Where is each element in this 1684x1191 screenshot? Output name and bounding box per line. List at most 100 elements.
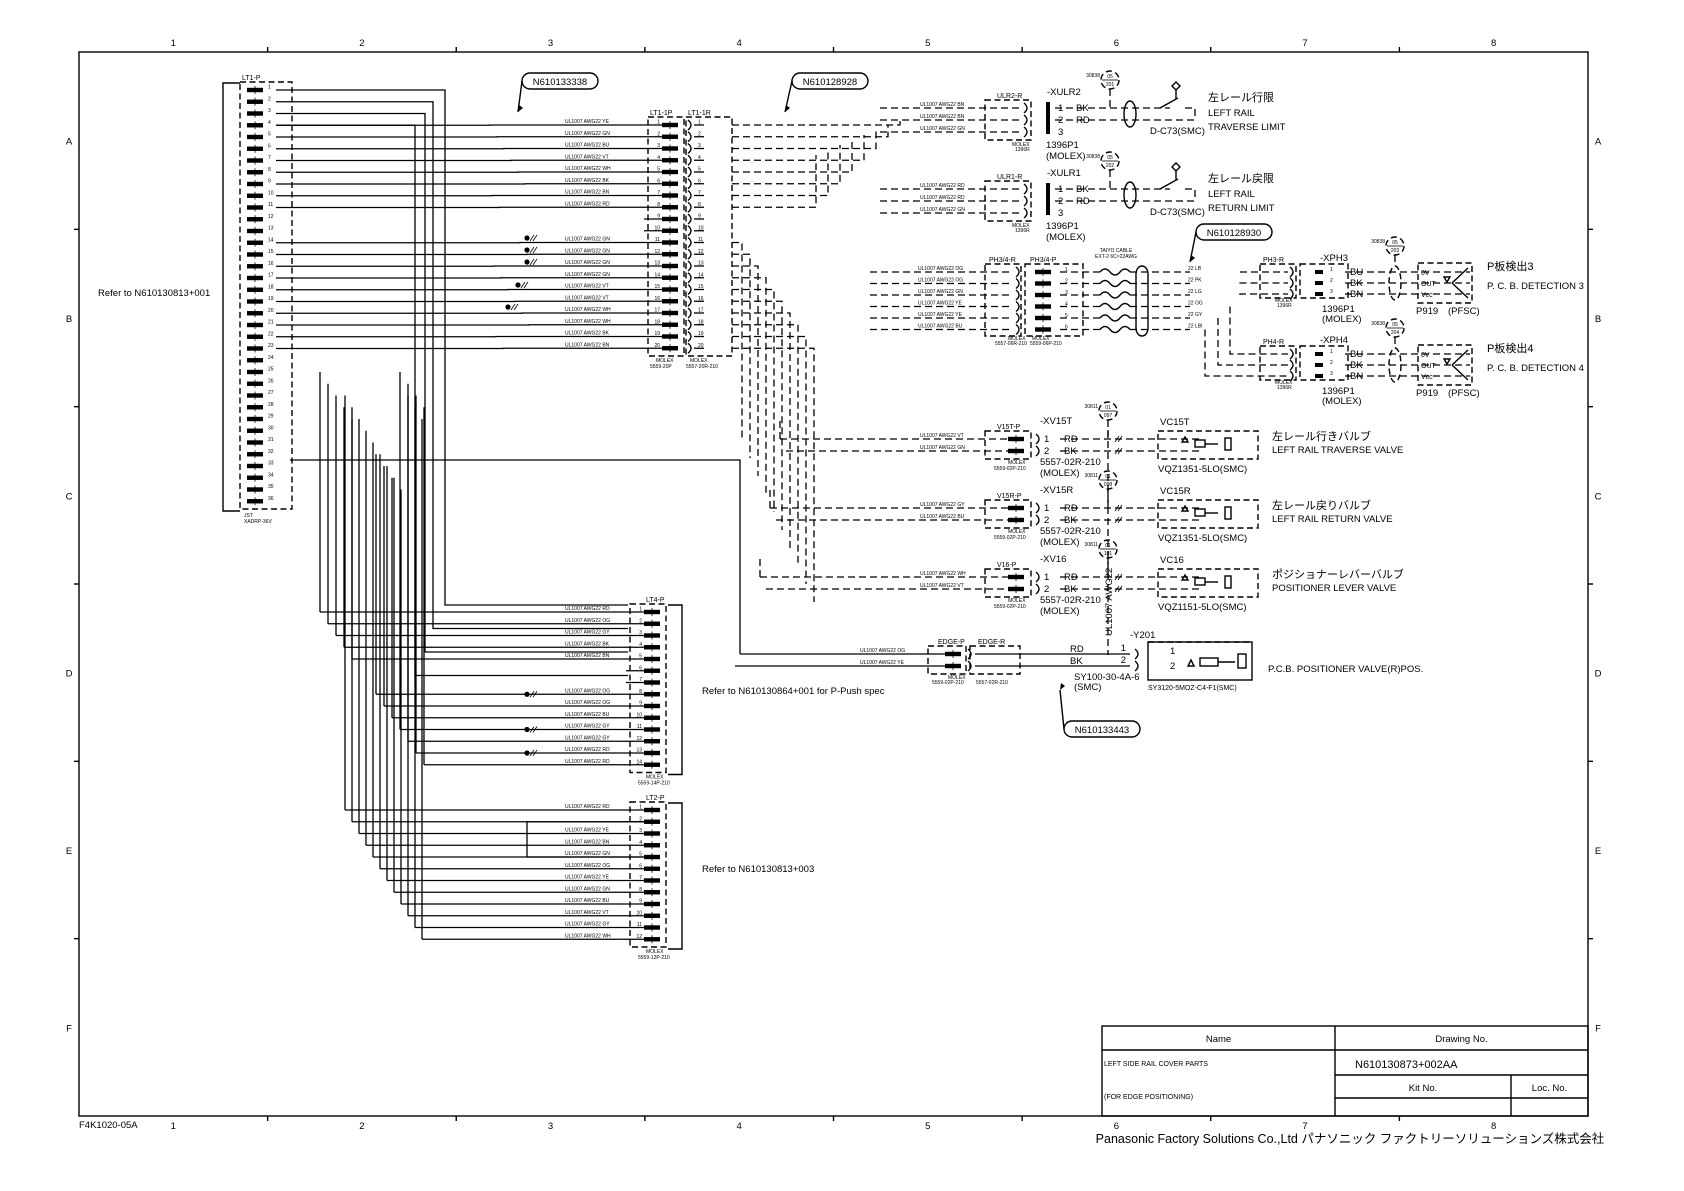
junction-dot <box>515 282 521 288</box>
plug-bar-icon <box>1046 183 1050 215</box>
ph34p-label: PH3/4-P <box>1030 257 1057 264</box>
vertical-wire-label: UL1007 AWG22 <box>1104 568 1115 636</box>
valve-part: 5559-02P-210 <box>994 604 1026 610</box>
pin-number: 8 <box>657 202 660 208</box>
valve-coil-id: VC15R <box>1160 486 1191 497</box>
edge-plug-label: EDGE-P <box>938 639 965 646</box>
limit-receptacle-label: ULR1-R <box>997 174 1022 181</box>
zone-col-label-top: 6 <box>1114 38 1119 49</box>
valve-spool-icon <box>1237 653 1247 669</box>
taiyo-core-label: 22 PK <box>1188 278 1202 284</box>
lt1-1p-housing <box>647 116 685 357</box>
limit-housing: 1396P1 <box>1046 140 1079 151</box>
pin-number: 19 <box>268 296 274 302</box>
zone-col-label-bottom: 8 <box>1491 1121 1496 1132</box>
pin-number: 13 <box>636 748 642 754</box>
valve-plug-label: V15T-P <box>997 424 1021 431</box>
pin-number: 13 <box>268 226 274 232</box>
pin-number: 20 <box>268 308 274 314</box>
pin-icon <box>1315 352 1323 356</box>
pin-number: 3 <box>1330 289 1333 295</box>
twist-mark <box>529 234 535 242</box>
socket-icon <box>1023 183 1028 195</box>
wire-label: UL1007 AWG22 OG <box>565 618 610 624</box>
sensor-terminal: 0V <box>1421 270 1430 277</box>
pin-number: 19 <box>698 331 704 337</box>
lt2p-maker: MOLEX <box>646 949 664 955</box>
socket-icon <box>687 342 692 354</box>
pin-number: 17 <box>698 308 704 314</box>
valve-title-en: LEFT RAIL RETURN VALVE <box>1272 514 1393 525</box>
valve-pin-no: 1 <box>1044 503 1049 514</box>
switch-model: D-C73(SMC) <box>1150 126 1205 137</box>
limit-part: 1396R <box>1015 147 1030 153</box>
wire-label: UL1007 AWG22 YE <box>565 119 610 125</box>
wire-label: UL1007 AWG22 RD <box>565 606 610 612</box>
valve-part: 5559-02P-210 <box>994 466 1026 472</box>
pin-icon <box>1315 270 1323 274</box>
socket-icon <box>1289 370 1294 382</box>
pin-number: 2 <box>1330 360 1333 366</box>
name-header: Name <box>1206 1034 1231 1045</box>
ph34p-maker: MOLEX <box>1032 336 1050 342</box>
ref-code: 30838 <box>1371 239 1385 245</box>
ref-index: 203 <box>1391 248 1400 254</box>
harness-wire <box>732 265 759 476</box>
solenoid-icon <box>1194 439 1206 448</box>
harness-wire <box>732 324 799 566</box>
socket-icon <box>687 189 692 202</box>
pin-number: 2 <box>657 131 660 137</box>
sensor-model: P919 <box>1416 306 1438 317</box>
valve-title-jp: 左レール行きバルブ <box>1272 429 1371 443</box>
limit-housing: 1396P1 <box>1046 221 1079 232</box>
valve-maker: MOLEX <box>1008 529 1026 535</box>
twist-mark <box>1117 516 1123 524</box>
pin-number: 33 <box>268 461 274 467</box>
sensor-terminal: OUT <box>1421 363 1437 370</box>
callout-arrow-icon <box>518 105 523 112</box>
pin-number: 18 <box>654 319 660 325</box>
wire-label: UL1007 AWG22 RD <box>565 201 610 207</box>
twist-mark <box>529 749 535 757</box>
switch-contact-icon <box>1159 178 1179 190</box>
pin-number: 6 <box>639 863 642 869</box>
socket-icon <box>1035 433 1040 445</box>
zone-col-label-top: 4 <box>737 38 742 49</box>
lt4p-housing <box>629 603 667 774</box>
socket-icon <box>1023 126 1028 138</box>
socket-icon <box>1289 288 1294 300</box>
twist-mark <box>1117 447 1123 455</box>
wire-label: UL1007 AWG22 BU <box>565 143 610 149</box>
valve-title-en: POSITIONER LEVER VALVE <box>1272 583 1396 594</box>
limit-housing-maker: (MOLEX) <box>1046 151 1086 162</box>
lt4p-part: 5559-14P-210 <box>638 781 670 787</box>
lt1p-part: XADRP-36V <box>244 519 272 525</box>
callout-label: N610128928 <box>803 77 857 88</box>
callout-arrow-icon <box>785 105 790 112</box>
valve-housing-maker: (MOLEX) <box>1040 606 1080 617</box>
ph34r-housing <box>984 263 1022 337</box>
twisted-pair-icon <box>1099 325 1131 334</box>
cable-sheath-icon <box>1135 265 1149 337</box>
taiyo-core-label: 22 LB <box>1188 266 1202 272</box>
junction-dot <box>524 726 530 733</box>
ref-index: 201 <box>1106 82 1115 88</box>
harness-wire <box>732 145 841 185</box>
twist-mark <box>532 726 538 733</box>
zone-col-label-bottom: 7 <box>1302 1121 1307 1132</box>
wire-label: UL1007 AWG22 GN <box>565 851 610 857</box>
pin-number: 25 <box>268 367 274 373</box>
valve-pin-color: RD <box>1064 503 1078 514</box>
pin-number: 21 <box>268 320 274 326</box>
socket-icon <box>687 178 692 190</box>
ph34r-label: PH3/4-R <box>989 257 1016 264</box>
socket-icon <box>1289 359 1294 371</box>
zone-col-label-bottom: 3 <box>548 1121 553 1132</box>
taiyo-core-label: 22 LG <box>1188 289 1202 295</box>
